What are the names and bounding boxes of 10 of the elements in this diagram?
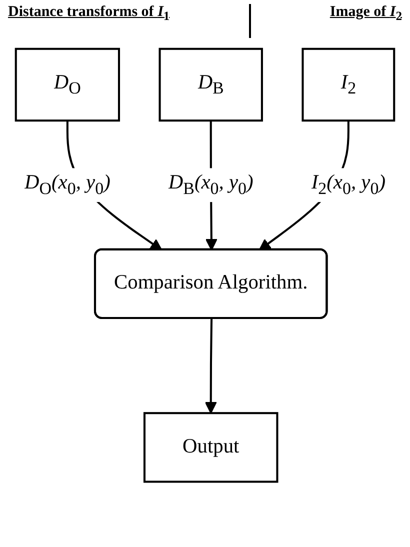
arrow [204,318,217,414]
edge-label: I$_{2}$(x$_{0}$, y$_{0}$) [311,172,386,198]
node-box: D$_{O}$ [14,48,120,122]
section-heading: Image of I$_{2}$ [330,4,402,24]
edge-label: D$_{O}$(x$_{0}$, y$_{0}$) [24,172,110,198]
node-box: I$_{2}$ [302,48,396,122]
edge-label: D$_{B}$(x$_{0}$, y$_{0}$) [168,172,254,198]
section-heading: Distance transforms of I$_{1}$ [8,4,170,24]
node-box: D$_{B}$ [158,48,263,122]
node-box: Output [143,412,278,483]
